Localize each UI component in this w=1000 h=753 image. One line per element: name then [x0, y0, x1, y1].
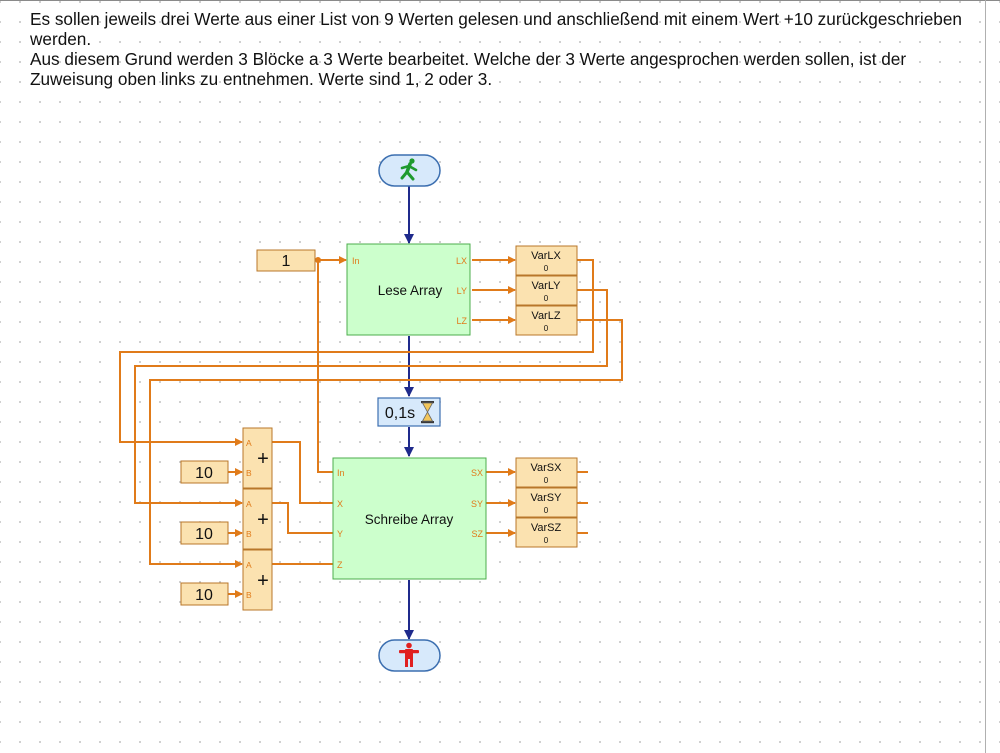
wire-varlx-to-adder1-a: [119, 259, 594, 446]
start-terminal[interactable]: [378, 154, 441, 187]
var-lx-box[interactable]: VarLX 0: [515, 245, 578, 276]
delay-label: 0,1s: [385, 405, 415, 422]
hourglass-icon: [421, 401, 434, 424]
var-sy-value: 0: [544, 506, 549, 515]
write-block-port-sx: SX: [471, 468, 483, 478]
var-ly-name: VarLY: [532, 280, 562, 292]
wire-varly-to-adder2-a: [134, 289, 608, 507]
var-sy-box[interactable]: VarSY 0: [515, 487, 578, 518]
constant-10-box-1[interactable]: 10: [180, 460, 229, 484]
adder-3-port-a: A: [246, 560, 252, 570]
data-wires: [119, 256, 623, 598]
adder-2-port-b: B: [246, 529, 252, 539]
adder-3-plus-sign: +: [257, 570, 269, 592]
var-sy-name: VarSY: [531, 492, 563, 504]
constant-10-value-2: 10: [195, 526, 213, 543]
var-sx-box[interactable]: VarSX 0: [515, 457, 578, 488]
read-array-block[interactable]: In Lese Array LX LY LZ: [346, 243, 471, 336]
description-text: Es sollen jeweils drei Werte aus einer L…: [30, 9, 975, 89]
adder-1-plus-sign: +: [257, 448, 269, 470]
top-border: [0, 0, 1000, 5]
wire-adder1-to-write-x: [272, 441, 345, 507]
write-block-port-z: Z: [337, 560, 343, 570]
var-lz-name: VarLZ: [531, 310, 560, 322]
write-block-port-y: Y: [337, 529, 343, 539]
wire-adder2-to-write-y: [272, 502, 345, 537]
read-block-port-lx: LX: [456, 256, 467, 266]
description-paragraph-2: Aus diesem Grund werden 3 Blöcke a 3 Wer…: [30, 49, 907, 89]
var-lz-box[interactable]: VarLZ 0: [515, 305, 578, 336]
read-block-port-ly: LY: [457, 286, 467, 296]
delay-block[interactable]: 0,1s: [377, 397, 441, 427]
green-walking-man-icon: [400, 158, 418, 181]
var-lx-name: VarLX: [531, 250, 561, 262]
adder-3-port-b: B: [246, 590, 252, 600]
constant-10-box-3[interactable]: 10: [180, 582, 229, 606]
var-ly-box[interactable]: VarLY 0: [515, 275, 578, 306]
write-block-port-sz: SZ: [471, 529, 483, 539]
description-paragraph-1: Es sollen jeweils drei Werte aus einer L…: [30, 9, 962, 49]
constant-input-box[interactable]: 1: [256, 249, 316, 272]
constant-10-value-3: 10: [195, 587, 213, 604]
constant-10-value-1: 10: [195, 465, 213, 482]
read-block-port-lz: LZ: [456, 316, 467, 326]
constant-input-value: 1: [282, 253, 291, 270]
read-block-title: Lese Array: [378, 283, 443, 298]
var-lx-value: 0: [544, 264, 549, 273]
write-block-in-port: In: [337, 468, 345, 478]
adder-block-3[interactable]: A B +: [242, 549, 273, 611]
var-sz-name: VarSZ: [531, 522, 562, 534]
write-block-title: Schreibe Array: [365, 512, 454, 527]
wire-junction-dot: [315, 257, 321, 263]
adder-2-plus-sign: +: [257, 509, 269, 531]
read-block-in-port: In: [352, 256, 360, 266]
write-block-port-sy: SY: [471, 499, 483, 509]
var-sx-value: 0: [544, 476, 549, 485]
adder-1-port-a: A: [246, 438, 252, 448]
adder-block-2[interactable]: A B +: [242, 488, 273, 550]
var-ly-value: 0: [544, 294, 549, 303]
write-array-block[interactable]: In X Y Z Schreibe Array SX SY SZ: [332, 457, 487, 580]
var-sz-box[interactable]: VarSZ 0: [515, 517, 578, 548]
adder-2-port-a: A: [246, 499, 252, 509]
var-lz-value: 0: [544, 324, 549, 333]
write-block-port-x: X: [337, 499, 343, 509]
constant-10-box-2[interactable]: 10: [180, 521, 229, 545]
red-standing-man-icon: [399, 642, 419, 667]
stop-terminal[interactable]: [378, 639, 441, 672]
var-sz-value: 0: [544, 536, 549, 545]
wire-varlz-to-adder3-a: [149, 319, 623, 568]
adder-block-1[interactable]: A B +: [242, 427, 273, 489]
adder-1-port-b: B: [246, 468, 252, 478]
var-sx-name: VarSX: [531, 462, 563, 474]
page-right-border: [985, 0, 986, 753]
